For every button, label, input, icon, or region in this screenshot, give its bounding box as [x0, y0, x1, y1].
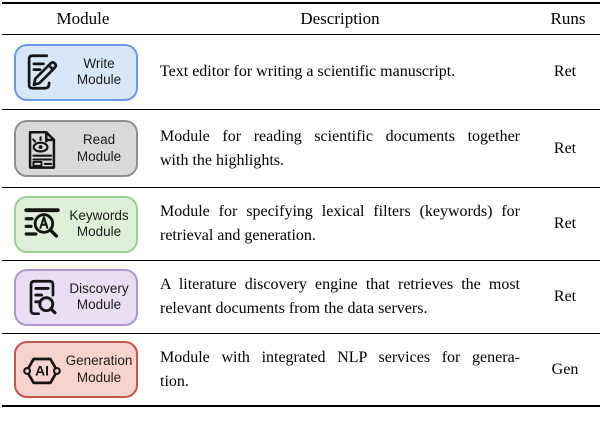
- description-line: Module for reading scientific documents …: [160, 127, 520, 145]
- description-line: with the highlights.: [160, 151, 284, 169]
- module-badge-label-line: Generation: [65, 353, 133, 369]
- description-line: Text editor for writing a scientific man…: [160, 63, 456, 80]
- discovery-document-search-icon: [18, 276, 65, 318]
- runs-cell: Ret: [553, 63, 577, 80]
- generation-ai-hexagon-icon-svg: AI: [22, 357, 61, 384]
- module-badge-label-line: Discovery: [69, 280, 129, 296]
- column-header-description: Description: [300, 9, 380, 28]
- write-note-pencil-icon: [18, 51, 65, 93]
- description-line: relevant documents from the data servers…: [160, 300, 428, 317]
- description-cell: A literature discovery engine that retri…: [150, 273, 530, 321]
- keywords-filter-search-icon: [18, 203, 65, 245]
- runs-cell: Ret: [553, 288, 577, 305]
- description-line: retrieval and generation.: [160, 227, 316, 244]
- ai-icon-text: AI: [35, 362, 49, 378]
- column-header-module: Module: [56, 9, 110, 28]
- keywords-filter-search-icon-svg: [23, 208, 60, 238]
- description-cell: Module for specifying lexical filters (k…: [150, 200, 530, 248]
- module-badge-label-line: Module: [76, 72, 122, 87]
- description-line: A literature discovery engine that retri…: [160, 276, 520, 293]
- read-document-eye-icon-svg: [28, 130, 55, 169]
- runs-cell: Ret: [553, 139, 577, 157]
- description-cell: Module with integrated NLP services for …: [150, 346, 530, 394]
- generation-ai-hexagon-icon: AI: [18, 349, 65, 391]
- module-badge-label-line: Module: [76, 148, 122, 164]
- description-cell: Text editor for writing a scientific man…: [150, 60, 530, 84]
- column-header-runs: Runs: [550, 9, 586, 28]
- description-cell: Module for reading scientific documents …: [150, 125, 530, 173]
- description-line: Module with integrated NLP services for …: [160, 348, 520, 366]
- module-badge-label-line: Write: [83, 55, 115, 71]
- runs-cell: Gen: [551, 360, 579, 378]
- write-note-pencil-icon-svg: [27, 54, 57, 90]
- module-badge-label-line: Keywords: [69, 207, 129, 223]
- runs-cell: Ret: [553, 215, 577, 232]
- module-badge-label-line: Read: [82, 132, 116, 148]
- module-badge-label-line: Module: [76, 224, 122, 239]
- module-badge-label-line: Module: [76, 297, 122, 312]
- read-document-eye-icon: [18, 128, 65, 170]
- discovery-document-search-icon-svg: [29, 279, 57, 316]
- description-line: Module for specifying lexical filters (k…: [160, 203, 520, 220]
- module-badge-label-line: Module: [76, 369, 122, 385]
- description-line: tion.: [160, 372, 189, 390]
- table-header-row: Module Description Runs: [2, 4, 600, 35]
